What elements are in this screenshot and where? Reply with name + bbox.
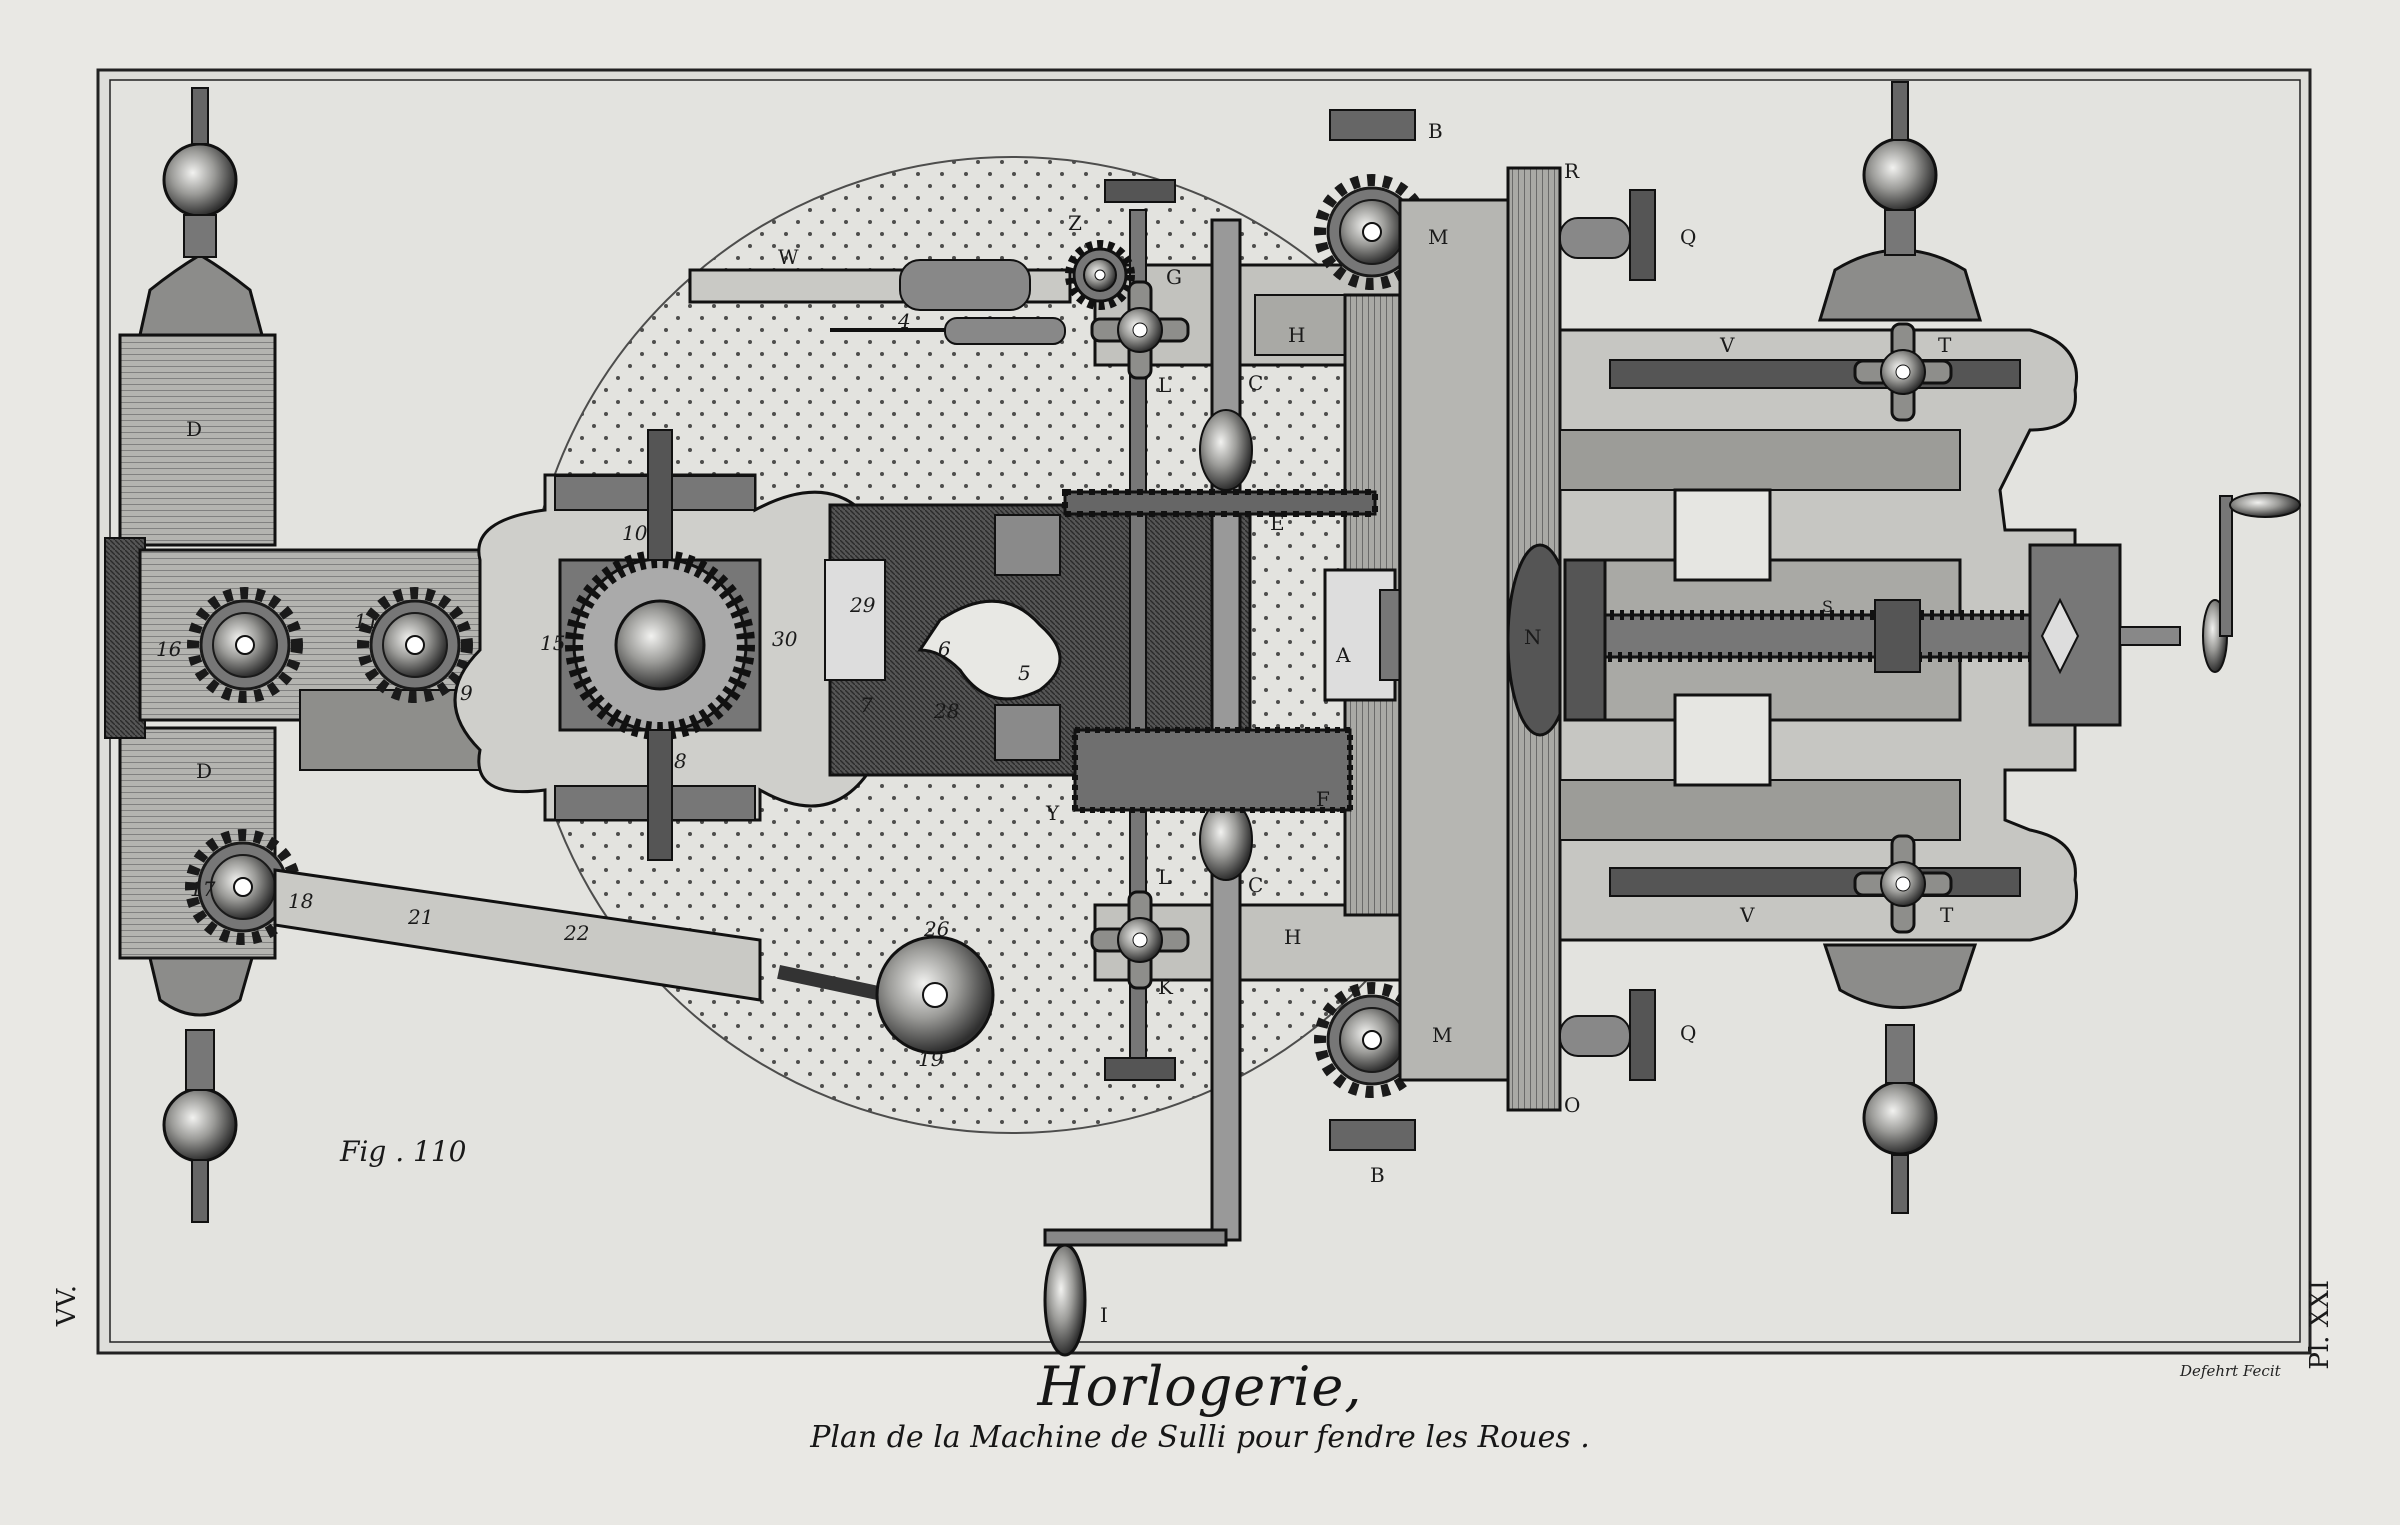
volume-mark: VV. bbox=[52, 1285, 82, 1327]
label-22: 22 bbox=[563, 921, 589, 945]
lever-arm-18 bbox=[273, 868, 762, 1002]
label-17: 17 bbox=[190, 877, 216, 901]
label-E: E bbox=[1270, 511, 1285, 535]
label-Q-top: Q bbox=[1680, 225, 1696, 249]
left-column bbox=[118, 87, 277, 1223]
label-21: 21 bbox=[407, 905, 433, 929]
label-9: 9 bbox=[460, 681, 473, 705]
label-Q-bottom: Q bbox=[1680, 1021, 1696, 1045]
shaded-bar bbox=[299, 689, 481, 771]
label-W: W bbox=[778, 245, 799, 269]
wheel-F bbox=[1073, 728, 1352, 812]
label-C-top: C bbox=[1248, 371, 1263, 395]
label-B-bottom: B bbox=[1370, 1163, 1385, 1187]
wheel-E bbox=[1063, 490, 1377, 516]
plate-subtitle: Plan de la Machine de Sulli pour fendre … bbox=[810, 1420, 1590, 1455]
label-C-bottom: C bbox=[1248, 873, 1263, 897]
figure-label: Fig . 110 bbox=[340, 1135, 467, 1168]
label-T-top: T bbox=[1938, 333, 1952, 357]
label-I: I bbox=[1100, 1303, 1108, 1327]
label-Z: Z bbox=[1068, 211, 1082, 235]
screw-S bbox=[1598, 613, 2042, 659]
label-B-top: B bbox=[1428, 119, 1443, 143]
label-18: 18 bbox=[288, 889, 313, 913]
label-15: 15 bbox=[540, 631, 565, 655]
label-S: S bbox=[1822, 597, 1833, 616]
label-Y: Y bbox=[1045, 801, 1060, 825]
label-29: 29 bbox=[849, 593, 876, 617]
label-V-bottom: V bbox=[1739, 903, 1755, 927]
label-H-top: H bbox=[1288, 323, 1305, 347]
label-H-bottom: H bbox=[1284, 925, 1301, 949]
label-M-top: M bbox=[1428, 225, 1448, 249]
frame-vertical bbox=[1398, 198, 1512, 1082]
label-26: 26 bbox=[923, 917, 950, 941]
label-O: O bbox=[1564, 1093, 1580, 1117]
label-11: 11 bbox=[354, 609, 379, 633]
label-10: 10 bbox=[622, 521, 648, 545]
crank-I bbox=[1043, 1228, 1228, 1247]
label-A: A bbox=[1335, 643, 1351, 667]
label-F: F bbox=[1316, 787, 1330, 811]
label-7: 7 bbox=[860, 693, 873, 717]
label-28: 28 bbox=[933, 699, 959, 723]
plate-title: Horlogerie, bbox=[1037, 1355, 1363, 1418]
label-6: 6 bbox=[938, 637, 951, 661]
label-G: G bbox=[1166, 265, 1182, 289]
label-16: 16 bbox=[156, 637, 182, 661]
label-K: K bbox=[1158, 975, 1174, 999]
label-M-bottom: M bbox=[1432, 1023, 1452, 1047]
label-N: N bbox=[1524, 625, 1542, 649]
label-D-bottom: D bbox=[196, 759, 212, 783]
label-19: 19 bbox=[918, 1047, 944, 1071]
label-4: 4 bbox=[897, 309, 911, 333]
engraver-credit: Defehrt Fecit bbox=[2180, 1362, 2281, 1380]
label-8: 8 bbox=[674, 749, 687, 773]
label-L-bottom: L bbox=[1158, 865, 1171, 889]
label-D-top: D bbox=[186, 417, 202, 441]
eccentric-5 bbox=[917, 599, 1062, 701]
label-R: R bbox=[1564, 159, 1580, 183]
label-L-top: L bbox=[1158, 373, 1171, 397]
label-T-bottom: T bbox=[1940, 903, 1954, 927]
label-5: 5 bbox=[1018, 661, 1031, 685]
label-V-top: V bbox=[1719, 333, 1735, 357]
label-30: 30 bbox=[772, 627, 798, 651]
right-column bbox=[1817, 81, 1983, 1214]
